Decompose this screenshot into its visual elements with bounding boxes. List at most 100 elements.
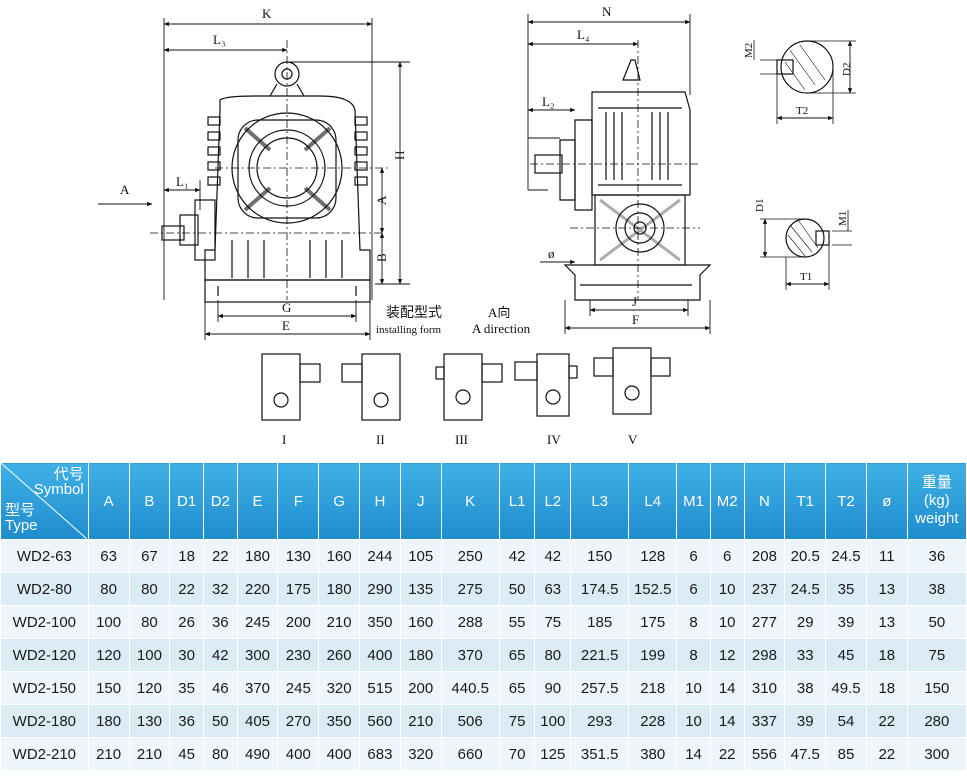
table-cell: 8 [676,605,711,639]
cell-type: WD2-120 [0,638,89,672]
dim-B: B [374,253,389,262]
column-header: J [399,462,442,540]
cell-weight: 36 [906,539,967,573]
form-label-3: III [455,432,468,447]
table-cell: 175 [628,605,678,639]
table-cell: 75 [534,605,572,639]
table-cell: 560 [359,704,401,738]
table-cell: 245 [277,671,320,705]
table-cell: 80 [128,572,171,606]
table-cell: 6 [676,539,711,573]
table-cell: 45 [169,737,204,771]
table-cell: 135 [399,572,442,606]
cell-type: WD2-180 [0,704,89,738]
technical-drawing: K L₃ H A L₁ A B G E N L₄ L₂ ø J F M2 D2 … [98,4,856,447]
table-cell: 290 [359,572,401,606]
table-cell: 180 [236,539,279,573]
form-label-5: V [628,432,638,447]
table-cell: 18 [865,638,908,672]
column-header: D1 [169,462,204,540]
table-cell: 20.5 [784,539,827,573]
table-cell: 24.5 [784,572,827,606]
column-header: B [128,462,171,540]
column-header: G [318,462,361,540]
table-cell: 38 [784,671,827,705]
install-form-3 [435,353,503,421]
table-cell: 175 [277,572,320,606]
table-cell: 310 [743,671,786,705]
header-symbol-cn: 代号 [53,466,84,483]
dim-D2: D2 [841,63,853,76]
cell-type: WD2-100 [0,605,89,639]
table-cell: 350 [318,704,361,738]
table-cell: 105 [399,539,442,573]
table-cell: 400 [318,737,361,771]
table-cell: 39 [784,704,827,738]
table-cell: 22 [865,704,908,738]
dim-L4: L₄ [577,27,590,42]
table-cell: 14 [676,737,711,771]
table-cell: 244 [359,539,401,573]
table-cell: 8 [676,638,711,672]
table-cell: 85 [825,737,867,771]
table-cell: 185 [570,605,630,639]
table-cell: 228 [628,704,678,738]
weight-header-weight_unit: (kg) [923,492,950,509]
dim-T1: T1 [800,271,812,283]
column-header: M2 [709,462,745,540]
table-cell: 29 [784,605,827,639]
install-form-4 [514,353,578,417]
table-cell: 70 [498,737,536,771]
column-header: L2 [534,462,572,540]
column-header: M1 [676,462,711,540]
table-cell: 63 [534,572,572,606]
table-cell: 515 [359,671,401,705]
dim-M1: M1 [837,211,849,226]
dim-L1: L₁ [176,174,188,189]
input-shaft-section [760,210,852,290]
table-cell: 80 [128,605,171,639]
cell-type: WD2-210 [0,737,89,771]
table-cell: 220 [236,572,279,606]
cell-weight: 38 [906,572,967,606]
table-cell: 380 [628,737,678,771]
table-cell: 200 [399,671,442,705]
table-cell: 556 [743,737,786,771]
table-cell: 10 [676,704,711,738]
table-cell: 10 [676,671,711,705]
table-cell: 18 [169,539,204,573]
table-cell: 210 [399,704,442,738]
table-cell: 160 [399,605,442,639]
table-cell: 199 [628,638,678,672]
table-cell: 80 [202,737,238,771]
table-cell: 67 [128,539,171,573]
table-cell: 298 [743,638,786,672]
table-cell: 400 [359,638,401,672]
table-cell: 221.5 [570,638,630,672]
table-cell: 351.5 [570,737,630,771]
table-cell: 24.5 [825,539,867,573]
table-cell: 22 [709,737,745,771]
table-cell: 55 [498,605,536,639]
table-cell: 63 [87,539,130,573]
column-header: A [87,462,130,540]
table-cell: 160 [318,539,361,573]
table-cell: 260 [318,638,361,672]
table-cell: 150 [570,539,630,573]
column-header: F [277,462,320,540]
direction-cn: A向 [488,305,510,320]
table-cell: 257.5 [570,671,630,705]
table-cell: 18 [865,671,908,705]
weight-header-weight_cn: 重量 [921,474,952,491]
front-view [161,61,371,303]
column-header: ø [865,462,908,540]
table-cell: 35 [169,671,204,705]
table-cell: 150 [87,671,130,705]
table-cell: 130 [277,539,320,573]
table-cell: 65 [498,638,536,672]
table-cell: 46 [202,671,238,705]
column-header: K [440,462,500,540]
